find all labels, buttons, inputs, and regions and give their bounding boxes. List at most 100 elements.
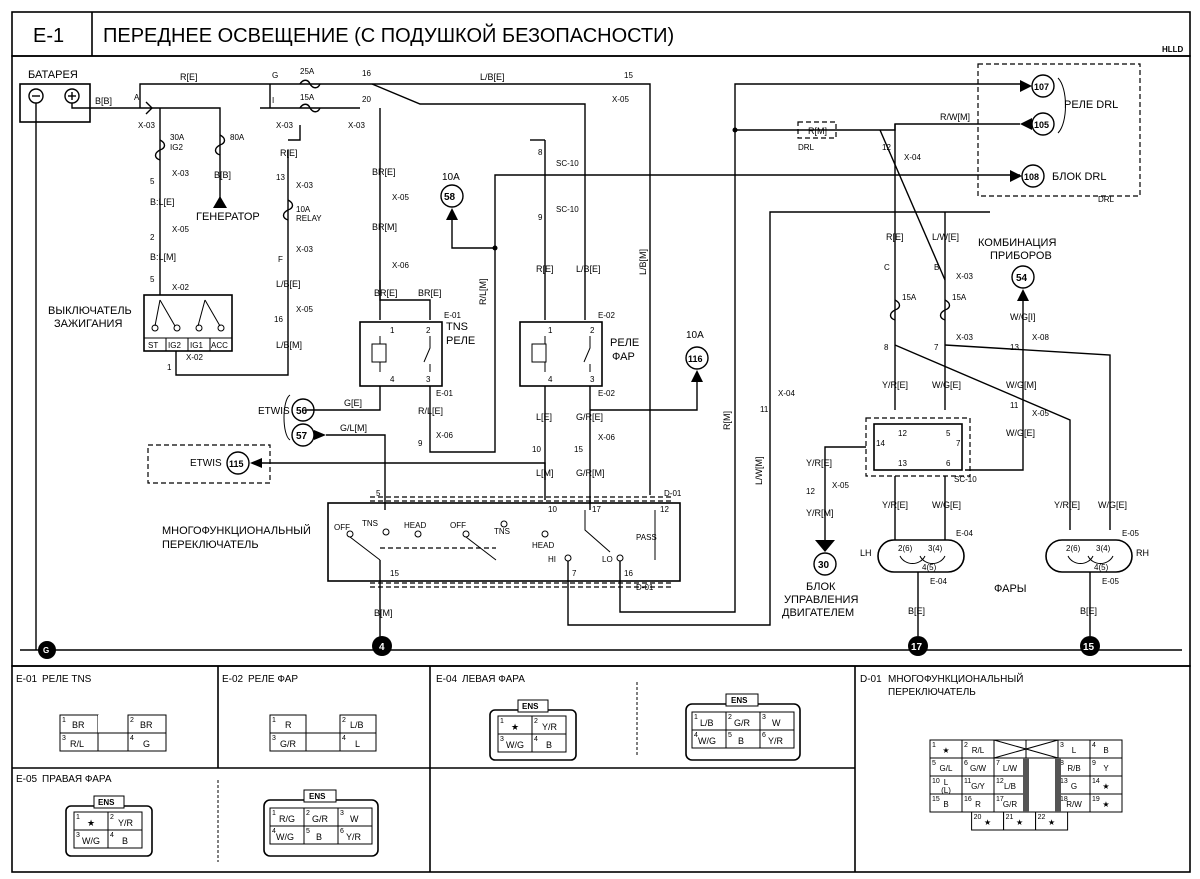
conn-name: МНОГОФУНКЦИОНАЛЬНЫЙ — [888, 672, 1023, 685]
d01-pin-number: 15 — [932, 796, 940, 803]
d01-pin-label: (L) — [941, 786, 951, 795]
connector-label: E-04 — [930, 577, 947, 586]
connector-label: X-05 — [1032, 409, 1049, 418]
pin-number: 2(6) — [1066, 544, 1081, 553]
conn-code: E-01 — [16, 674, 38, 685]
ref-number: 56 — [296, 406, 308, 417]
pin-number: 9 — [418, 439, 423, 448]
pin-number: 4(5) — [1094, 563, 1109, 572]
pin-number: 5 — [150, 275, 155, 284]
pin-number: 17 — [592, 505, 601, 514]
connector-panel — [11, 665, 1191, 873]
drl-caption: DRL — [798, 143, 815, 152]
svg-text:ENS: ENS — [522, 702, 539, 711]
fuse-15a-icon — [299, 103, 321, 113]
pin-number: 11 — [1010, 401, 1019, 410]
d01-pin-label: ★ — [1048, 818, 1055, 827]
left-headlamp — [877, 539, 965, 573]
ref-circle-116 — [685, 346, 709, 370]
multifunction-switch — [327, 502, 681, 582]
svg-text:B: B — [738, 736, 744, 746]
svg-text:2: 2 — [342, 717, 346, 724]
pin-number: 8 — [538, 148, 543, 157]
conn-name: ЛЕВАЯ ФАРА — [462, 674, 525, 685]
tns-relay — [359, 321, 443, 387]
ref-number: G — [43, 646, 49, 655]
connector-label: 15 — [624, 71, 633, 80]
right-headlamp — [1045, 539, 1133, 573]
drl-block-label: БЛОК DRL — [1052, 171, 1106, 183]
pin-number: 14 — [876, 439, 885, 448]
lh-label: LH — [860, 548, 872, 558]
wire-label: G/R[M] — [576, 468, 605, 478]
ref-number: 116 — [688, 354, 703, 364]
d01-pin-number: 8 — [1060, 760, 1064, 767]
fuse-label: 10A — [296, 205, 311, 214]
svg-text:4: 4 — [694, 732, 698, 739]
ref-number: 54 — [1016, 273, 1028, 284]
pin-number: 3(4) — [1096, 544, 1111, 553]
ground-circle-4 — [372, 636, 392, 656]
connector-label: X-05 — [612, 95, 629, 104]
connector-label: SC-10 — [556, 205, 579, 214]
svg-text:1: 1 — [76, 814, 80, 821]
svg-text:3: 3 — [500, 736, 504, 743]
svg-text:5: 5 — [306, 828, 310, 835]
switch-label: OFF — [334, 523, 350, 532]
connector-label: X-05 — [296, 305, 313, 314]
svg-text:G/R: G/R — [280, 739, 297, 749]
d01-pin-label: R — [975, 800, 981, 809]
d01-pin-number: 19 — [1092, 796, 1100, 803]
d01-pin-label: ★ — [942, 746, 949, 755]
d01-pin-label: ★ — [1102, 782, 1109, 791]
d01-pin-number: 22 — [1038, 814, 1046, 821]
svg-text:L/B: L/B — [350, 720, 364, 730]
d01-pin-cell — [1035, 811, 1069, 831]
fuse-25a-icon — [299, 79, 321, 89]
generator-arrow-icon — [213, 196, 227, 208]
wire-label: BR[E] — [372, 167, 396, 177]
drl-box — [977, 63, 1141, 197]
ref-number: 108 — [1024, 172, 1039, 182]
connector-label: A — [134, 93, 140, 102]
ign-pin: IG2 — [168, 341, 181, 350]
svg-text:1: 1 — [694, 714, 698, 721]
diagram-title: ПЕРЕДНЕЕ ОСВЕЩЕНИЕ (С ПОДУШКОЙ БЕЗОПАСНО… — [103, 23, 674, 47]
relay-coil-icon — [531, 343, 547, 363]
wire-label: R[M] — [722, 411, 732, 430]
svg-text:W: W — [772, 718, 781, 728]
arrow-icon — [250, 458, 262, 468]
svg-text:R: R — [285, 720, 292, 730]
svg-text:2: 2 — [534, 718, 538, 725]
rh-label: RH — [1136, 548, 1149, 558]
wire-label: L/B[E] — [576, 264, 601, 274]
pin-number: 3(4) — [928, 544, 943, 553]
conn-name: РЕЛЕ TNS — [42, 674, 92, 685]
connector-label: E-02 — [598, 389, 615, 398]
svg-text:G/R: G/R — [312, 814, 329, 824]
d01-pin-number: 11 — [964, 778, 971, 785]
d01-pin-number: 3 — [1060, 742, 1064, 749]
conn-code: E-05 — [16, 774, 38, 785]
svg-text:4: 4 — [272, 828, 276, 835]
svg-text:2: 2 — [130, 717, 134, 724]
ground-ref-circle — [38, 641, 56, 659]
drl-caption: DRL — [1098, 195, 1115, 204]
d01-pin-label: G/L — [940, 764, 953, 773]
pin-number: 5 — [376, 489, 381, 498]
wire-label: L[M] — [536, 468, 554, 478]
svg-text:4: 4 — [110, 832, 114, 839]
svg-text:W/G: W/G — [82, 836, 100, 846]
connector-label: SC-10 — [556, 159, 579, 168]
pin-number: 4 — [548, 375, 553, 384]
connector-label: B — [934, 263, 939, 272]
fuse-label: IG2 — [170, 143, 183, 152]
connector-label: X-03 — [956, 333, 973, 342]
pin-number: 15 — [574, 445, 583, 454]
headlamp-relay-label: РЕЛЕ — [610, 337, 639, 349]
svg-text:BR: BR — [140, 720, 153, 730]
